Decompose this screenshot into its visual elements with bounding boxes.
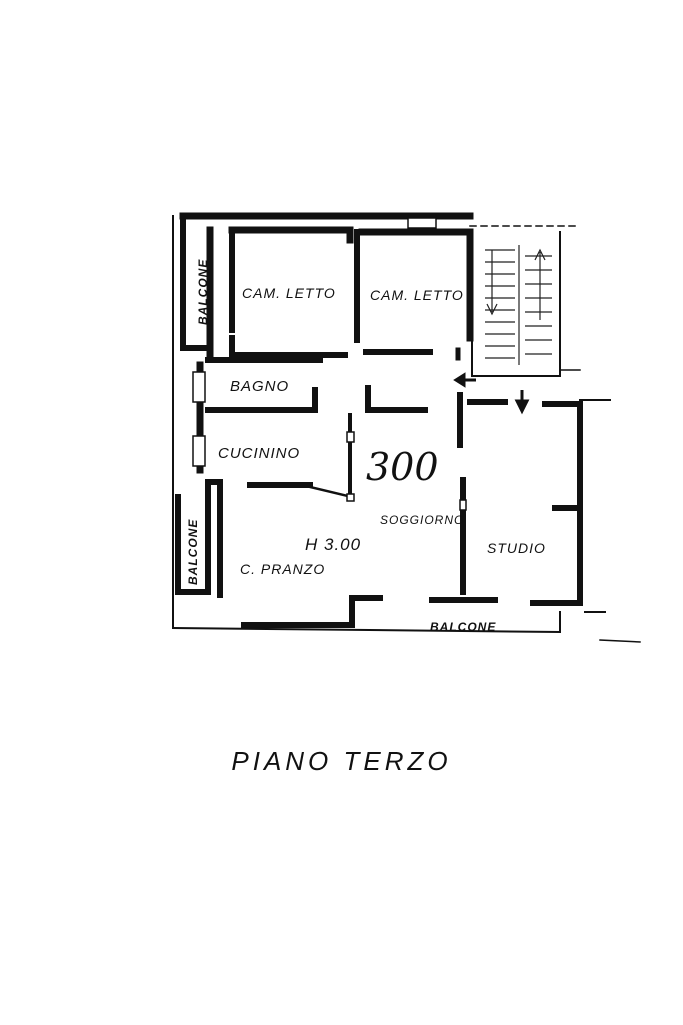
window-top: [407, 217, 437, 229]
wall-corridor: [365, 385, 428, 413]
height-note: H 3.00: [305, 535, 361, 554]
room-label-bathroom: BAGNO: [230, 378, 289, 395]
wall-bedroom-left-top: [228, 226, 354, 244]
exterior-walls: [171, 212, 641, 643]
room-label-living: SOGGIORNO: [380, 513, 464, 527]
wall-bottom-right: [530, 402, 583, 606]
line-balcone-bottom: [171, 626, 562, 634]
plan-title: PIANO TERZO: [231, 746, 452, 776]
balcony-label-top-left: BALCONE: [196, 259, 210, 325]
window-bagno: [192, 371, 206, 403]
room-label-kitchenette: CUCININO: [218, 445, 300, 462]
line-cucinino-door: [308, 485, 354, 499]
wall-bottom-left: [241, 595, 383, 628]
door-hinge-2: [346, 493, 355, 502]
room-label-study: STUDIO: [487, 540, 546, 556]
wall-bedroom-left: [229, 227, 348, 358]
entrance-arrow-icon: [453, 372, 476, 388]
line-right-ext-3: [599, 639, 641, 643]
wall-bedroom-right: [358, 228, 474, 342]
handwritten-number: 300: [366, 445, 439, 489]
stair-down-arrow-icon: [486, 250, 498, 316]
wall-balcone-top-left: [180, 213, 209, 351]
entry-arrow-down-icon: [514, 390, 530, 415]
balcony-label-bottom: BALCONE: [430, 620, 496, 634]
door-hinge-3: [459, 499, 467, 511]
stair-enclosure: [471, 231, 561, 377]
room-label-bedroom-left: CAM. LETTO: [242, 285, 336, 301]
door-hinge-1: [346, 431, 355, 443]
room-label-dining: C. PRANZO: [240, 561, 325, 577]
wall-balcone-bottom-left: [175, 479, 211, 595]
interior-walls: [205, 217, 583, 595]
balcony-label-bottom-left: BALCONE: [186, 519, 200, 585]
stair-up-arrow-icon: [534, 248, 546, 320]
wall-left-lower: [209, 479, 223, 598]
window-cucinino: [192, 435, 206, 467]
staircase: [485, 245, 552, 365]
wall-bagno-bottom: [205, 387, 318, 413]
room-label-bedroom-right: CAM. LETTO: [370, 287, 464, 303]
